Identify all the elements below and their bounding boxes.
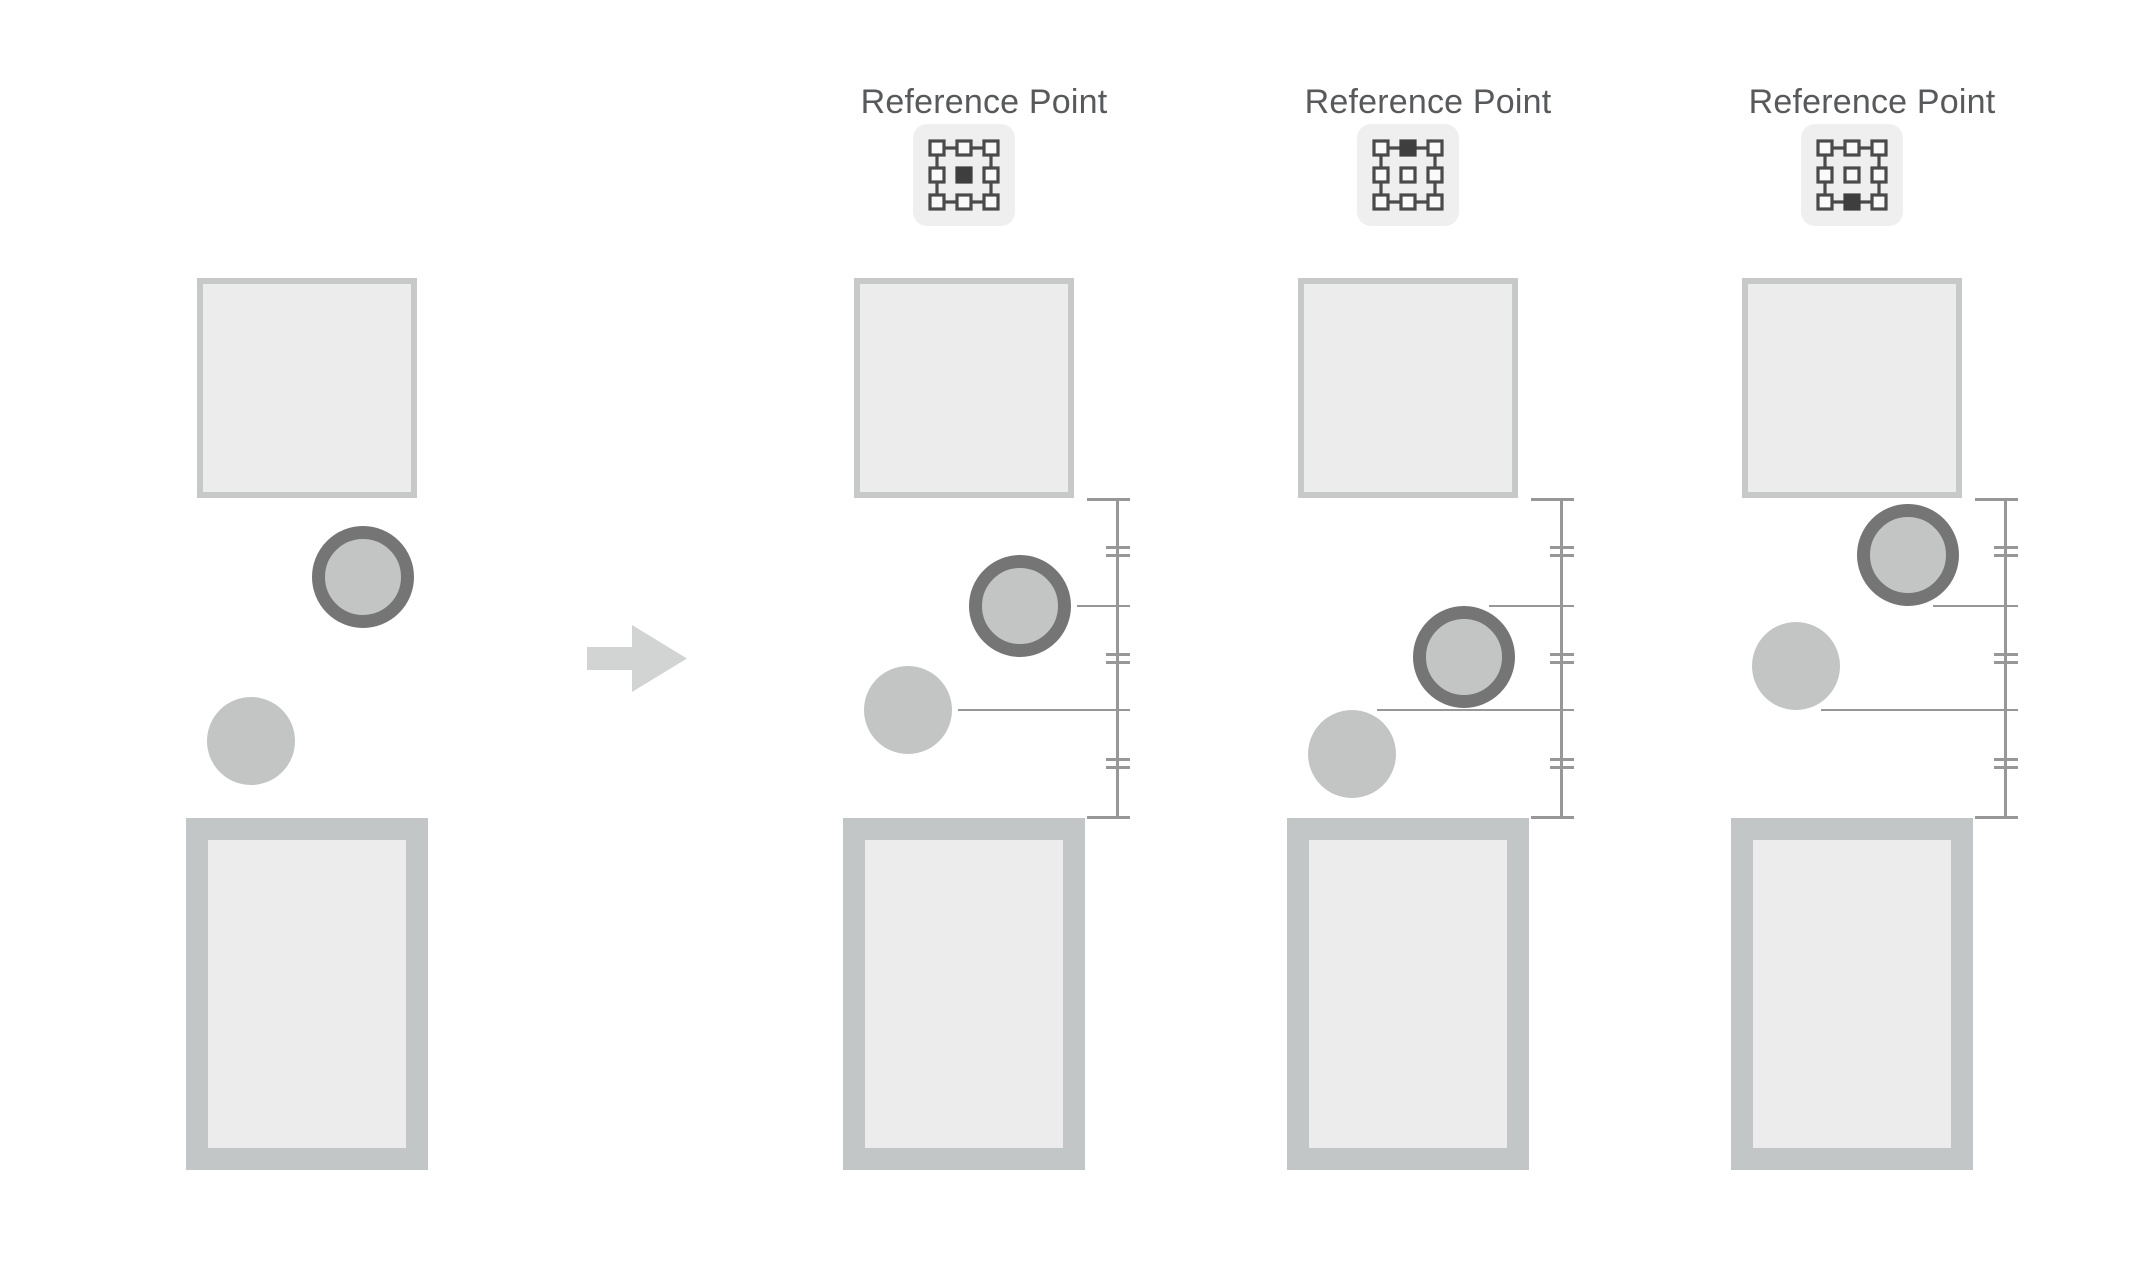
rectangle-shape (843, 818, 1085, 1170)
reference-point-proxy-icon (1801, 124, 1903, 226)
equal-hash-mark (1550, 554, 1574, 557)
equal-hash-mark (1994, 766, 2018, 769)
ring-circle-shape (969, 555, 1071, 657)
leader-line-plain-circle (1377, 708, 1574, 711)
panel-distributed-top: Reference Point (1273, 0, 1583, 1272)
equal-hash-mark (1106, 766, 1130, 769)
ruler-vertical-line (1560, 499, 1563, 818)
ruler-bottom-cap (1087, 816, 1130, 819)
ruler-bottom-cap (1975, 816, 2018, 819)
leader-line-ring-circle (1933, 604, 2018, 607)
equal-hash-mark (1994, 661, 2018, 664)
leader-line-plain-circle (958, 708, 1130, 711)
panel-distributed-center: Reference Point (829, 0, 1139, 1272)
equal-hash-mark (1106, 758, 1130, 761)
leader-line-ring-circle (1077, 604, 1130, 607)
ruler-top-cap (1087, 498, 1130, 501)
equal-hash-mark (1550, 758, 1574, 761)
equal-hash-mark (1550, 546, 1574, 549)
panel-original-arrangement (172, 0, 482, 1272)
reference-point-label: Reference Point (1748, 83, 1996, 121)
equal-hash-mark (1994, 653, 2018, 656)
plain-circle-shape (864, 666, 952, 754)
reference-point-label: Reference Point (1304, 83, 1552, 121)
equal-hash-mark (1550, 653, 1574, 656)
reference-point-icon (913, 124, 1015, 226)
right-arrow-icon (587, 625, 687, 692)
equal-hash-mark (1994, 546, 2018, 549)
panel-distributed-bottom: Reference Point (1717, 0, 2027, 1272)
plain-circle-shape (1752, 622, 1840, 710)
ring-circle-shape (1413, 606, 1515, 708)
ring-circle-shape (312, 526, 414, 628)
ruler-vertical-line (1116, 499, 1119, 818)
reference-point-label: Reference Point (860, 83, 1108, 121)
ruler-vertical-line (2004, 499, 2007, 818)
square-shape (197, 278, 417, 498)
ring-circle-shape (1857, 504, 1959, 606)
equal-hash-mark (1106, 554, 1130, 557)
ruler-top-cap (1975, 498, 2018, 501)
reference-point-icon (1357, 124, 1459, 226)
equal-hash-mark (1106, 661, 1130, 664)
reference-point-icon (1801, 124, 1903, 226)
rectangle-shape (1731, 818, 1973, 1170)
equal-hash-mark (1550, 661, 1574, 664)
leader-line-plain-circle (1821, 708, 2018, 711)
equal-hash-mark (1550, 766, 1574, 769)
equal-hash-mark (1106, 546, 1130, 549)
square-shape (854, 278, 1074, 498)
leader-line-ring-circle (1489, 604, 1574, 607)
square-shape (1298, 278, 1518, 498)
equal-hash-mark (1106, 653, 1130, 656)
plain-circle-shape (207, 697, 295, 785)
ruler-bottom-cap (1531, 816, 1574, 819)
equal-hash-mark (1994, 554, 2018, 557)
rectangle-shape (186, 818, 428, 1170)
plain-circle-shape (1308, 710, 1396, 798)
square-shape (1742, 278, 1962, 498)
reference-point-proxy-icon (913, 124, 1015, 226)
ruler-top-cap (1531, 498, 1574, 501)
rectangle-shape (1287, 818, 1529, 1170)
equal-hash-mark (1994, 758, 2018, 761)
right-arrow-glyph (587, 625, 687, 692)
reference-point-proxy-icon (1357, 124, 1459, 226)
